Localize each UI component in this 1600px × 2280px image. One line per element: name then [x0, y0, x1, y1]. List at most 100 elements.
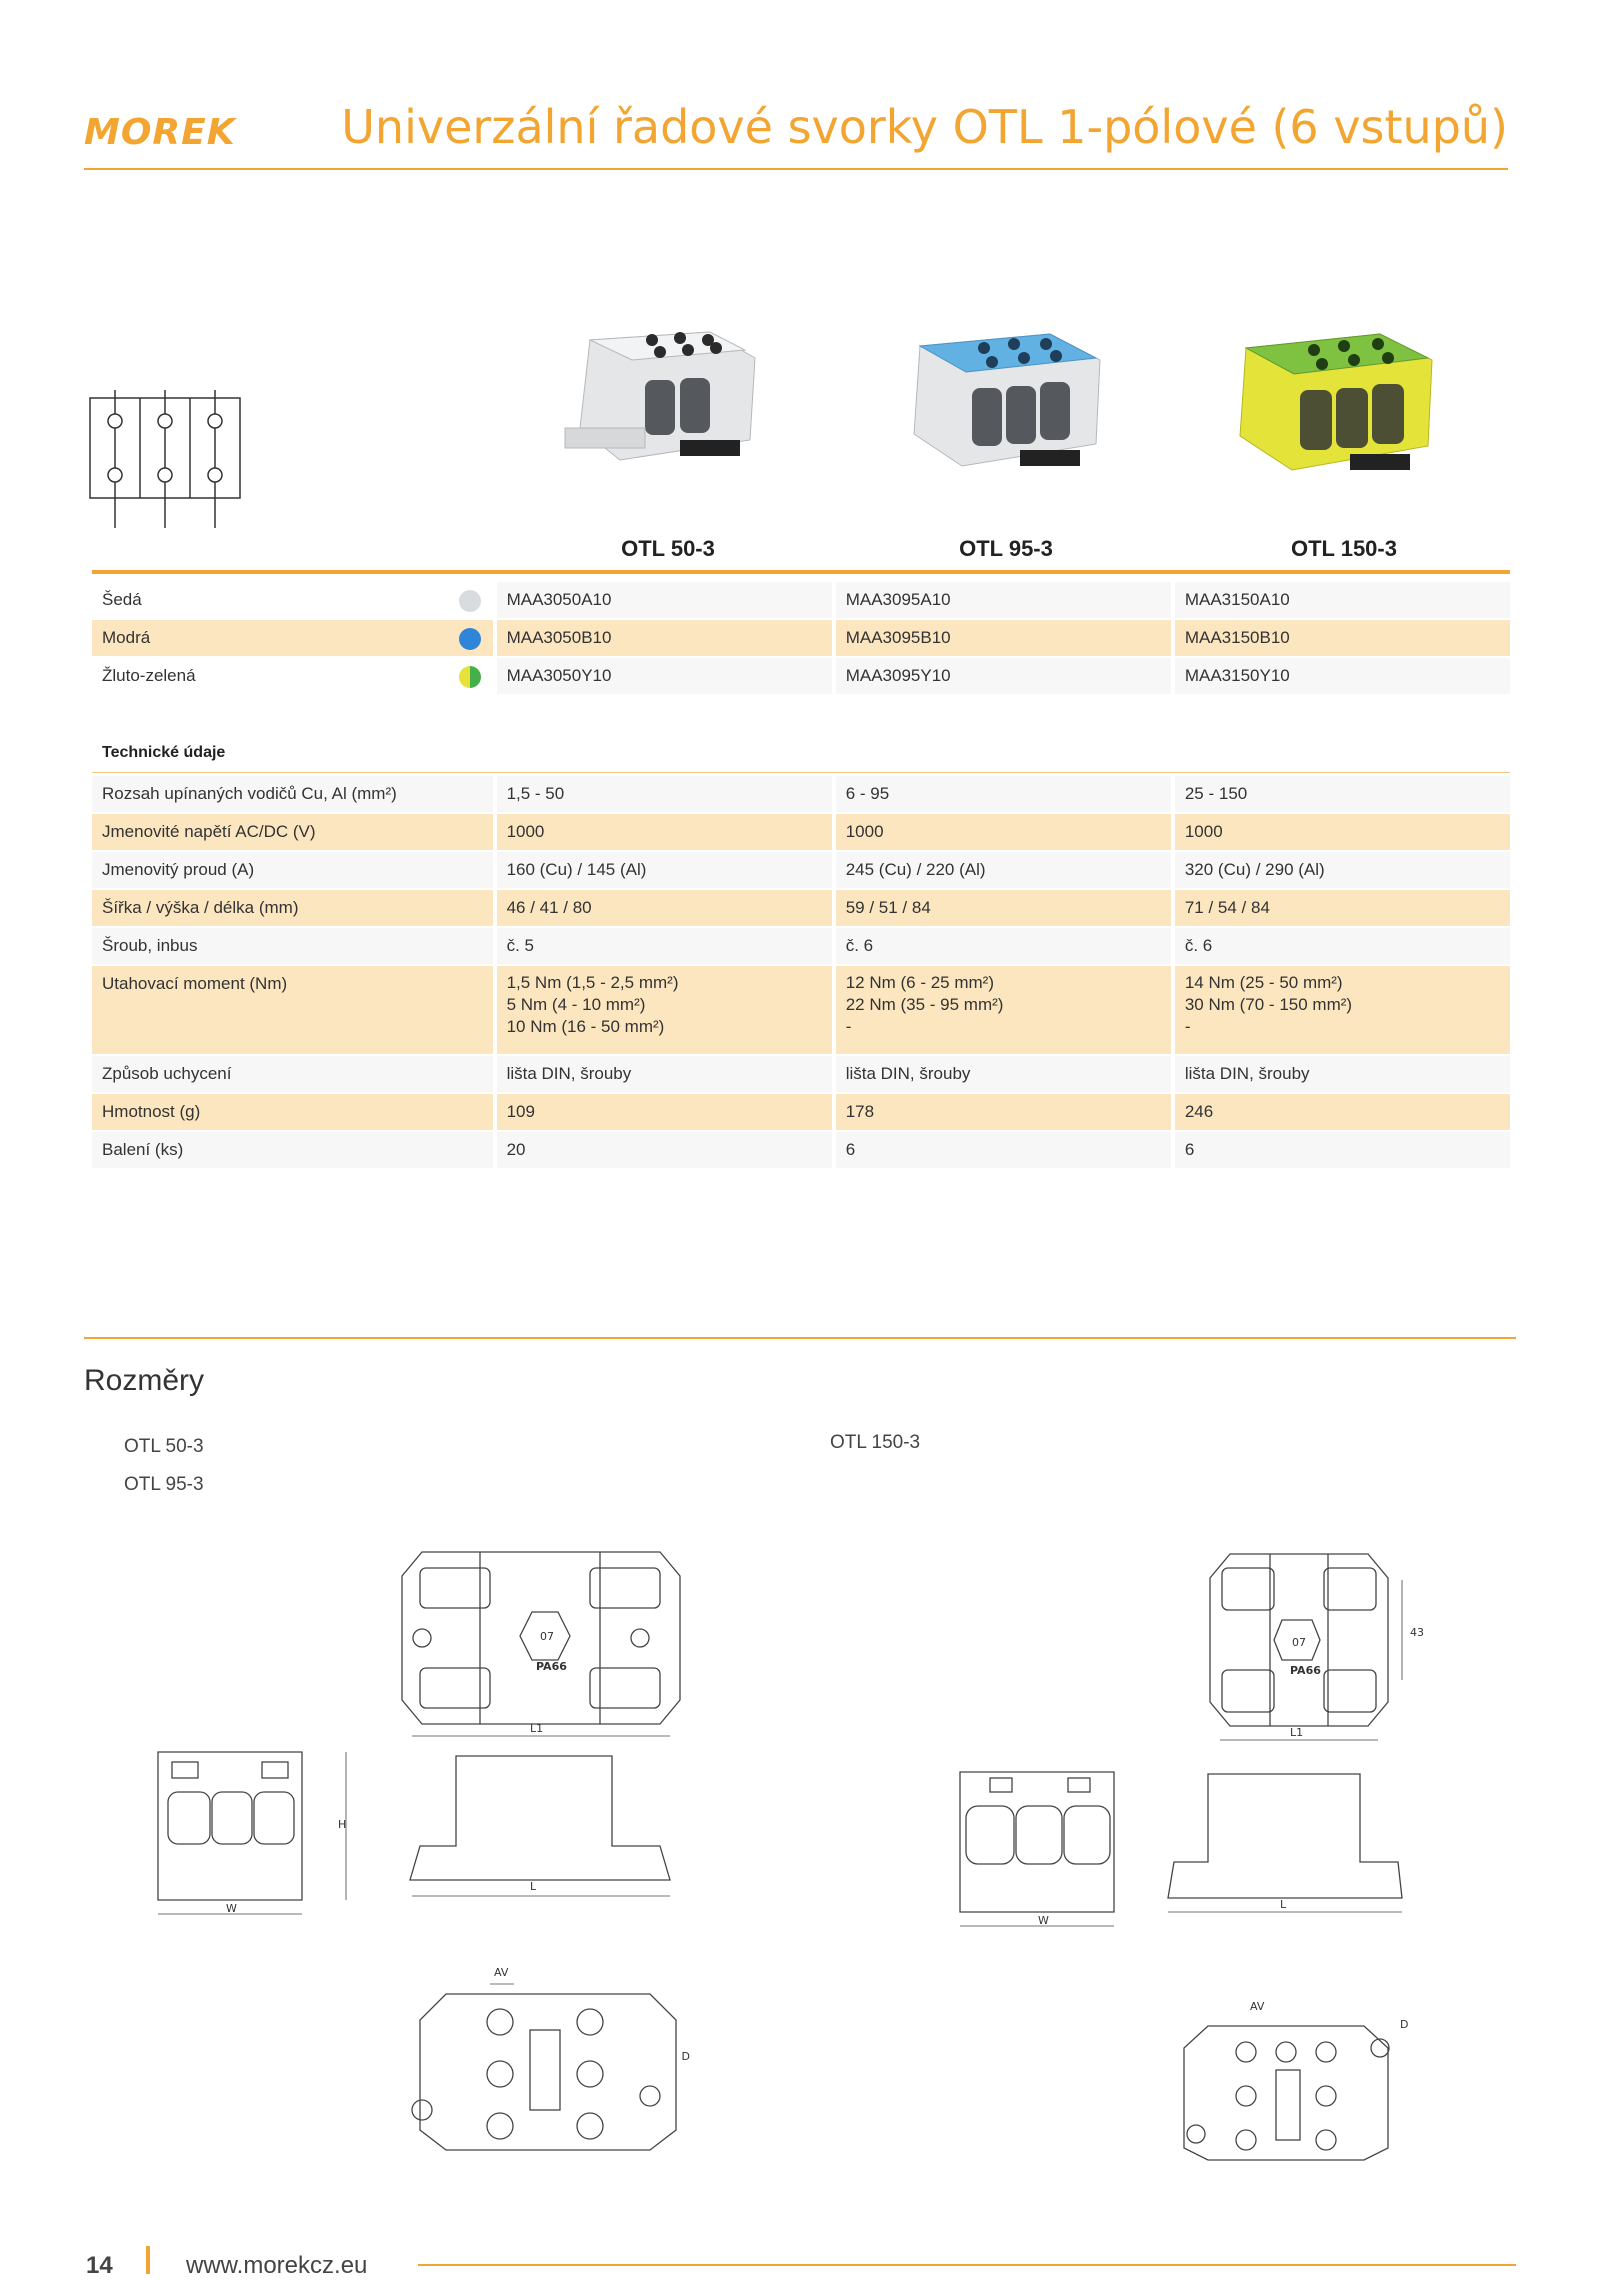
- spec-row: Způsob uchycení lišta DIN, šrouby lišta …: [92, 1056, 1510, 1092]
- spec-value: 1000: [496, 814, 832, 850]
- header-divider: [84, 168, 1508, 170]
- page-number: 14: [86, 2252, 113, 2279]
- spec-label: Utahovací moment (Nm): [92, 966, 493, 1054]
- variant-code: MAA3150A10: [1174, 582, 1510, 618]
- spec-row: Jmenovité napětí AC/DC (V) 1000 1000 100…: [92, 814, 1510, 850]
- spec-value: 178: [835, 1094, 1171, 1130]
- spec-label: Rozsah upínaných vodičů Cu, Al (mm²): [92, 776, 493, 812]
- otl-95-3-image: [913, 333, 1101, 467]
- svg-text:PA66: PA66: [536, 1660, 567, 1673]
- variant-label: Modrá: [92, 620, 493, 656]
- spec-value: 160 (Cu) / 145 (Al): [496, 852, 832, 888]
- spec-label: Šroub, inbus: [92, 928, 493, 964]
- svg-text:D: D: [682, 2050, 690, 2063]
- variant-code: MAA3150Y10: [1174, 658, 1510, 694]
- grey-color-swatch-icon: [458, 590, 481, 612]
- spec-value: 59 / 51 / 84: [835, 890, 1171, 926]
- svg-text:AV: AV: [1250, 2000, 1265, 2013]
- spec-value: 320 (Cu) / 290 (Al): [1174, 852, 1510, 888]
- svg-text:W: W: [226, 1902, 237, 1915]
- svg-text:07: 07: [1292, 1636, 1306, 1649]
- spec-label: Hmotnost (g): [92, 1094, 493, 1130]
- svg-text:AV: AV: [494, 1966, 509, 1979]
- spec-label: Balení (ks): [92, 1132, 493, 1168]
- footer-separator: [146, 2246, 150, 2274]
- variant-code: MAA3050A10: [496, 582, 832, 618]
- spec-value: 6 - 95: [835, 776, 1171, 812]
- spec-value: 1000: [835, 814, 1171, 850]
- spec-label: Šířka / výška / délka (mm): [92, 890, 493, 926]
- variant-row-yellow-green: Žluto-zelená MAA3050Y10 MAA3095Y10 MAA31…: [92, 658, 1510, 694]
- website-link[interactable]: www.morekcz.eu: [186, 2252, 368, 2279]
- blue-color-swatch-icon: [458, 628, 481, 650]
- spec-value: 6: [1174, 1132, 1510, 1168]
- variant-code: MAA3050Y10: [496, 658, 832, 694]
- variant-label: Žluto-zelená: [92, 658, 493, 694]
- spec-value: 1,5 Nm (1,5 - 2,5 mm²)5 Nm (4 - 10 mm²)1…: [496, 966, 832, 1054]
- spec-value: lišta DIN, šrouby: [496, 1056, 832, 1092]
- spec-row: Hmotnost (g) 109 178 246: [92, 1094, 1510, 1130]
- otl-50-3-image: [564, 331, 756, 461]
- model-name-otl-95-3: OTL 95-3: [959, 536, 1053, 561]
- svg-text:L: L: [530, 1880, 537, 1893]
- svg-text:L: L: [1280, 1898, 1287, 1911]
- variant-row-grey: Šedá MAA3050A10 MAA3095A10 MAA3150A10: [92, 582, 1510, 618]
- model-name-otl-150-3: OTL 150-3: [1291, 536, 1397, 561]
- spec-label: Způsob uchycení: [92, 1056, 493, 1092]
- svg-text:L1: L1: [530, 1722, 543, 1735]
- dim-label-otl-150-3: OTL 150-3: [830, 1432, 921, 1453]
- svg-text:07: 07: [540, 1630, 554, 1643]
- svg-text:PA66: PA66: [1290, 1664, 1321, 1677]
- yellow-green-color-swatch-icon: [458, 666, 481, 688]
- footer-divider: [418, 2264, 1516, 2266]
- page-title: Univerzální řadové svorky OTL 1-pólové (…: [341, 100, 1508, 154]
- svg-text:43: 43: [1410, 1626, 1424, 1639]
- specs-heading: Technické údaje: [102, 744, 226, 761]
- spec-value: lišta DIN, šrouby: [835, 1056, 1171, 1092]
- spec-row: Šroub, inbus č. 5 č. 6 č. 6: [92, 928, 1510, 964]
- spec-value: 1000: [1174, 814, 1510, 850]
- spec-row: Balení (ks) 20 6 6: [92, 1132, 1510, 1168]
- spec-row: Jmenovitý proud (A) 160 (Cu) / 145 (Al) …: [92, 852, 1510, 888]
- dimension-drawing-otl-150: 43 L1 L W AV D PA66 07: [959, 1553, 1424, 2161]
- specs-divider: [92, 772, 1510, 773]
- spec-label: Jmenovité napětí AC/DC (V): [92, 814, 493, 850]
- variant-code: MAA3095Y10: [835, 658, 1171, 694]
- spec-value: 246: [1174, 1094, 1510, 1130]
- spec-value: 14 Nm (25 - 50 mm²)30 Nm (70 - 150 mm²)-: [1174, 966, 1510, 1054]
- dim-label-otl-95-3: OTL 95-3: [124, 1474, 204, 1495]
- spec-value: 12 Nm (6 - 25 mm²)22 Nm (35 - 95 mm²)-: [835, 966, 1171, 1054]
- spec-row-torque: Utahovací moment (Nm) 1,5 Nm (1,5 - 2,5 …: [92, 966, 1510, 1054]
- wiring-schematic: [89, 390, 241, 528]
- section-divider: [84, 1337, 1516, 1339]
- svg-text:H: H: [338, 1818, 346, 1831]
- spec-value: 20: [496, 1132, 832, 1168]
- spec-label: Jmenovitý proud (A): [92, 852, 493, 888]
- variant-label: Šedá: [92, 582, 493, 618]
- svg-text:L1: L1: [1290, 1726, 1303, 1739]
- spec-value: č. 5: [496, 928, 832, 964]
- table-top-divider: [92, 570, 1510, 574]
- spec-row: Rozsah upínaných vodičů Cu, Al (mm²) 1,5…: [92, 776, 1510, 812]
- dim-label-otl-50-3: OTL 50-3: [124, 1436, 204, 1457]
- variant-code: MAA3050B10: [496, 620, 832, 656]
- spec-value: 71 / 54 / 84: [1174, 890, 1510, 926]
- spec-value: lišta DIN, šrouby: [1174, 1056, 1510, 1092]
- spec-value: 109: [496, 1094, 832, 1130]
- spec-value: 6: [835, 1132, 1171, 1168]
- model-name-otl-50-3: OTL 50-3: [621, 536, 715, 561]
- otl-150-3-image: [1239, 333, 1433, 471]
- spec-value: 25 - 150: [1174, 776, 1510, 812]
- spec-value: 1,5 - 50: [496, 776, 832, 812]
- spec-value: 245 (Cu) / 220 (Al): [835, 852, 1171, 888]
- spec-row: Šířka / výška / délka (mm) 46 / 41 / 80 …: [92, 890, 1510, 926]
- svg-text:W: W: [1038, 1914, 1049, 1927]
- spec-value: č. 6: [1174, 928, 1510, 964]
- variant-row-blue: Modrá MAA3050B10 MAA3095B10 MAA3150B10: [92, 620, 1510, 656]
- variant-code: MAA3095B10: [835, 620, 1171, 656]
- variant-code: MAA3095A10: [835, 582, 1171, 618]
- spec-value: č. 6: [835, 928, 1171, 964]
- dimensions-title: Rozměry: [84, 1364, 205, 1397]
- morek-logo: MOREK: [84, 112, 236, 153]
- variant-code: MAA3150B10: [1174, 620, 1510, 656]
